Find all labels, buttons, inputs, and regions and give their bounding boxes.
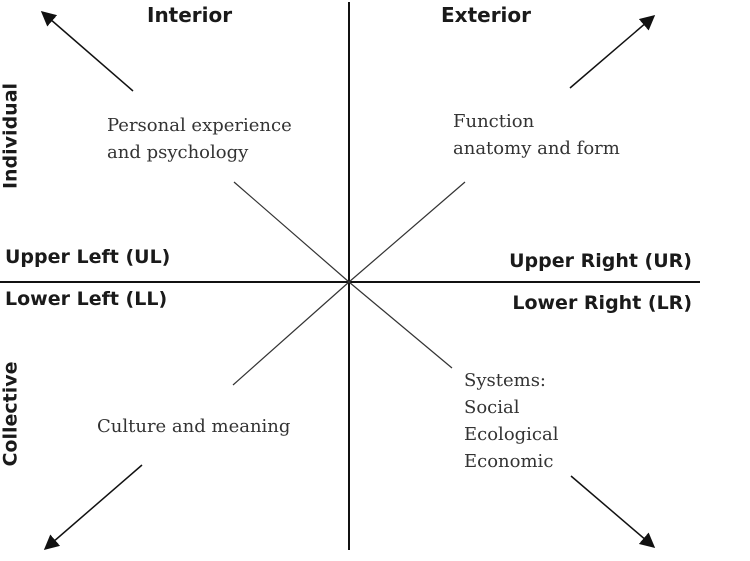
description-line: Function — [453, 111, 535, 132]
diagonal-ul — [233, 181, 350, 283]
description-line: Personal experience — [107, 115, 292, 136]
arrow-lower-left-icon — [43, 464, 143, 550]
collective-header: Collective — [0, 361, 22, 467]
description-upper-left: Personal experience and psychology — [107, 112, 292, 166]
diagonal-ll — [232, 281, 350, 386]
diagonal-lr — [348, 281, 453, 369]
description-line: and psychology — [107, 142, 249, 163]
description-line: Ecological — [464, 424, 559, 445]
description-line: Economic — [464, 451, 554, 472]
arrow-upper-right-icon — [569, 15, 656, 89]
description-lower-right: Systems: Social Ecological Economic — [464, 367, 559, 475]
arrow-upper-left-icon — [40, 11, 134, 92]
description-lower-left: Culture and meaning — [97, 413, 290, 440]
individual-header: Individual — [0, 82, 22, 190]
description-line: Systems: — [464, 370, 546, 391]
description-line: Social — [464, 397, 520, 418]
interior-header: Interior — [147, 3, 233, 27]
arrow-lower-right-icon — [570, 475, 656, 548]
description-line: anatomy and form — [453, 138, 620, 159]
diagonal-ur — [348, 181, 466, 283]
quadrant-label-lower-left: Lower Left (LL) — [5, 288, 168, 310]
exterior-header: Exterior — [441, 3, 532, 27]
quadrant-label-upper-right: Upper Right (UR) — [509, 250, 692, 272]
description-line: Culture and meaning — [97, 416, 291, 437]
description-upper-right: Function anatomy and form — [453, 108, 620, 162]
quadrant-label-upper-left: Upper Left (UL) — [5, 246, 171, 268]
quadrant-label-lower-right: Lower Right (LR) — [512, 292, 692, 314]
